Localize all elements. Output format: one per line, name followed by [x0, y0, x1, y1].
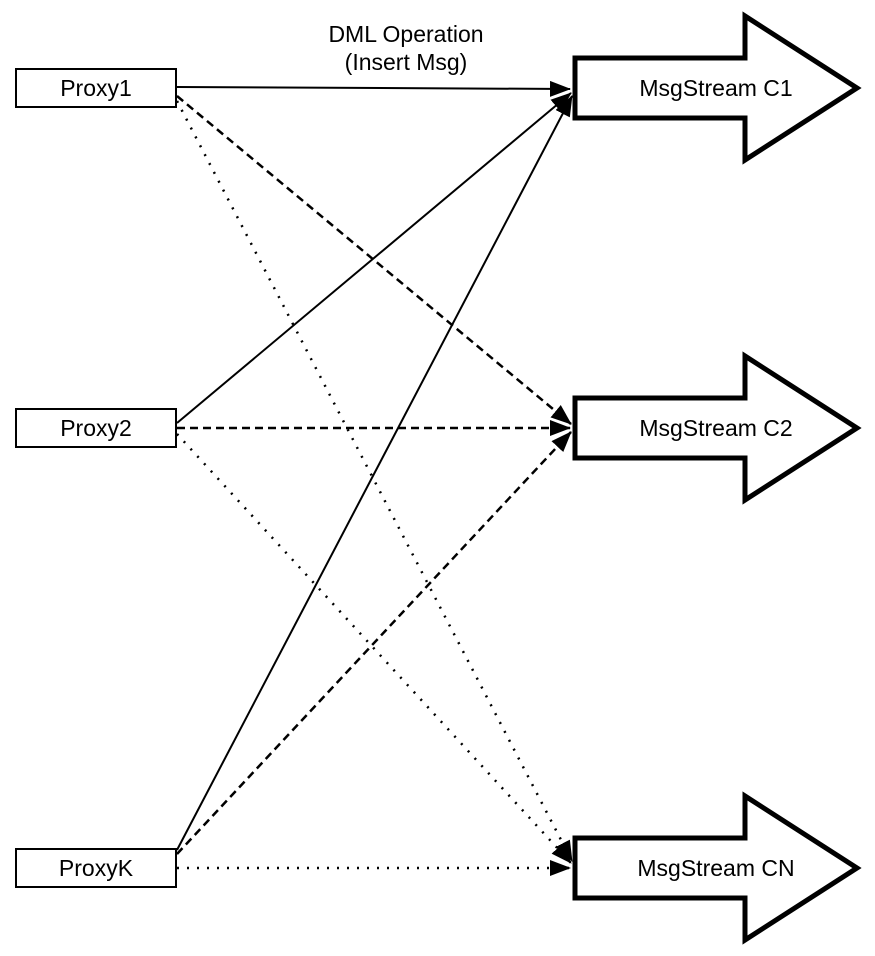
node-proxy2: Proxy2: [15, 408, 177, 448]
connector-proxyk-to-c2-dashed: [176, 431, 572, 855]
diagram-title: DML Operation (Insert Msg): [276, 20, 536, 76]
connector-proxyk-to-c1-solid: [176, 95, 573, 851]
msgstream-c2-arrow-shape: [572, 351, 862, 505]
msgstream-cn-arrow-shape: [572, 791, 862, 945]
node-proxyk-label: ProxyK: [58, 854, 134, 881]
connector-proxy2-to-cn-dotted: [176, 433, 572, 864]
node-proxy2-label: Proxy2: [60, 414, 132, 441]
diagram-title-line2: (Insert Msg): [344, 49, 468, 75]
connector-proxy1-to-cn-dotted: [175, 100, 574, 862]
connector-proxy1-to-c2-dashed: [176, 95, 572, 425]
node-proxy1-label: Proxy1: [60, 74, 132, 101]
diagram-title-line1: DML Operation: [328, 21, 484, 47]
connector-proxy1-to-c1-solid: [176, 80, 571, 97]
node-proxyk: ProxyK: [15, 848, 177, 888]
connector-proxy2-to-c1-solid: [176, 92, 572, 424]
msgstream-c1-arrow-shape: [572, 11, 862, 165]
node-proxy1: Proxy1: [15, 68, 177, 108]
